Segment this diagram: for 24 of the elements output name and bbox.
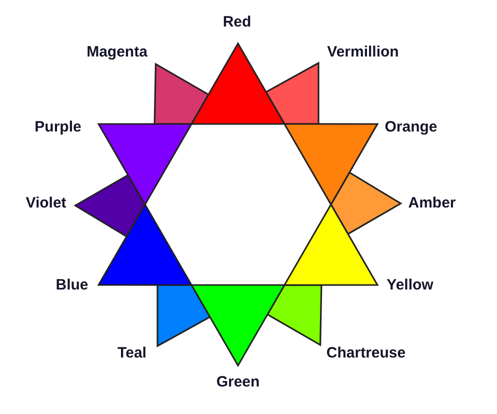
triangle <box>97 202 193 286</box>
triangle <box>190 42 286 125</box>
quadrilateral <box>266 284 322 346</box>
segment-label: Magenta <box>86 44 148 60</box>
triangle <box>97 123 193 206</box>
segment-label: Blue <box>56 276 88 294</box>
segment-label: Orange <box>384 118 438 136</box>
quadrilateral <box>156 284 212 348</box>
segment-label: Vermillion <box>327 44 399 60</box>
quadrilateral <box>330 171 402 236</box>
segment-label: Yellow <box>386 276 434 294</box>
quadrilateral <box>264 62 320 125</box>
quadrilateral <box>154 62 210 125</box>
segment-label: Chartreuse <box>326 344 406 362</box>
segment-label: Teal <box>118 344 146 362</box>
segment-label: Purple <box>34 118 82 136</box>
segment-label: Red <box>222 14 252 30</box>
triangle <box>283 123 379 206</box>
segment-label: Green <box>216 374 260 390</box>
quadrilateral <box>74 174 146 238</box>
segment-label: Violet <box>26 194 66 212</box>
triangle <box>283 202 379 286</box>
segment-label: Amber <box>408 194 456 212</box>
triangle <box>190 284 286 368</box>
